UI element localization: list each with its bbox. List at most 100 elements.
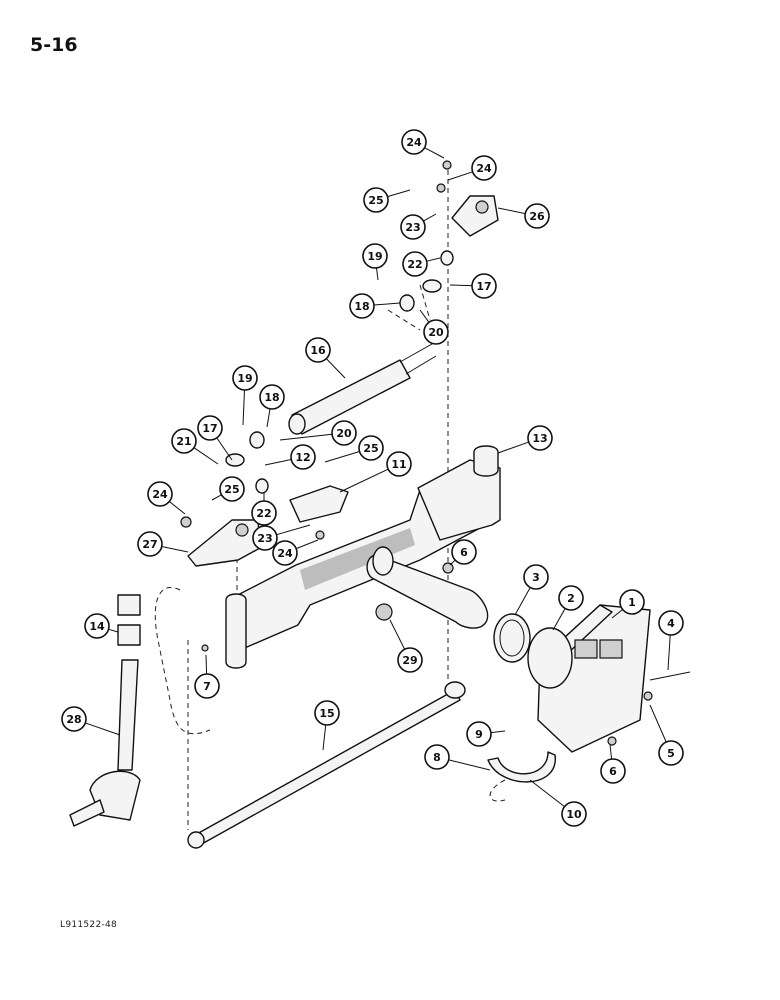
leader-line xyxy=(295,539,319,550)
callout-17: 17 xyxy=(197,415,233,461)
callout-number: 6 xyxy=(460,546,468,559)
callout-20: 20 xyxy=(279,420,357,446)
callout-2: 2 xyxy=(552,585,584,631)
callout-circle xyxy=(527,425,553,451)
page-number: 5-16 xyxy=(30,34,78,56)
callout-14: 14 xyxy=(84,613,119,639)
callout-circle xyxy=(290,444,316,470)
callout-7: 7 xyxy=(194,654,220,699)
callout-circle xyxy=(600,758,626,784)
leader-line xyxy=(325,358,346,379)
retaining-strap xyxy=(487,751,556,783)
leader-line xyxy=(242,389,245,426)
callout-number: 23 xyxy=(405,221,420,234)
callout-number: 24 xyxy=(476,162,492,175)
leader-line xyxy=(448,759,491,771)
callout-circle xyxy=(305,337,331,363)
callout-number: 23 xyxy=(257,532,272,545)
leader-line xyxy=(85,722,121,736)
leader-line xyxy=(279,433,333,441)
callout-number: 27 xyxy=(142,538,157,551)
leader-line xyxy=(514,587,531,616)
callout-number: 12 xyxy=(295,451,310,464)
callout-circle xyxy=(331,420,357,446)
callout-number: 25 xyxy=(368,194,383,207)
steering-arms xyxy=(187,195,499,567)
steering-spindle xyxy=(69,594,141,827)
callout-number: 24 xyxy=(277,547,293,560)
callout-circle xyxy=(251,500,277,526)
callout-circle xyxy=(424,744,450,770)
callout-circle xyxy=(137,531,163,557)
callout-circle xyxy=(401,129,427,155)
callout-27: 27 xyxy=(137,531,189,557)
callout-number: 19 xyxy=(237,372,252,385)
callout-9: 9 xyxy=(466,721,506,747)
leader-line xyxy=(497,441,529,454)
callout-number: 22 xyxy=(256,507,271,520)
leader-line xyxy=(324,451,360,463)
callout-18: 18 xyxy=(259,384,285,428)
callout-number: 18 xyxy=(354,300,369,313)
leader-line xyxy=(375,267,379,281)
callout-4: 4 xyxy=(658,610,684,671)
callout-circle xyxy=(386,451,412,477)
callout-number: 29 xyxy=(402,654,417,667)
callout-25: 25 xyxy=(211,476,245,502)
callout-circle xyxy=(61,706,87,732)
callout-circle xyxy=(561,801,587,827)
callout-number: 18 xyxy=(264,391,279,404)
callout-6: 6 xyxy=(600,744,626,784)
callout-5: 5 xyxy=(649,704,684,766)
callout-circle xyxy=(523,564,549,590)
callout-circle xyxy=(84,613,110,639)
leader-line xyxy=(387,189,411,198)
leader-line xyxy=(529,779,565,808)
callout-circle xyxy=(232,365,258,391)
callout-24: 24 xyxy=(401,129,445,159)
leader-line xyxy=(322,724,327,751)
callout-number: 26 xyxy=(529,210,545,223)
leader-line xyxy=(667,634,671,671)
callout-1: 1 xyxy=(611,589,645,619)
leader-line xyxy=(419,309,430,323)
callout-18: 18 xyxy=(349,293,401,319)
callout-circle xyxy=(349,293,375,319)
leader-line xyxy=(205,654,208,675)
leader-line xyxy=(449,284,473,287)
leader-line xyxy=(497,207,526,215)
callout-circle xyxy=(219,476,245,502)
callout-23: 23 xyxy=(252,524,311,551)
leader-line xyxy=(389,619,406,650)
callout-circle xyxy=(194,673,220,699)
leader-line xyxy=(423,213,437,222)
callout-22: 22 xyxy=(251,492,277,526)
callout-circle xyxy=(314,700,340,726)
callout-labels: 1234566789101112131415161717181819192020… xyxy=(61,129,684,827)
callout-12: 12 xyxy=(264,444,316,470)
leader-line xyxy=(424,147,445,159)
callout-6: 6 xyxy=(449,539,477,566)
leader-line xyxy=(490,730,506,734)
callout-number: 25 xyxy=(224,483,239,496)
callout-24: 24 xyxy=(272,539,319,566)
callout-number: 6 xyxy=(609,765,617,778)
leader-line xyxy=(426,257,441,262)
callout-number: 14 xyxy=(89,620,105,633)
callout-circle xyxy=(197,415,223,441)
callout-circle xyxy=(471,155,497,181)
leader-line xyxy=(276,524,311,536)
callout-number: 25 xyxy=(363,442,378,455)
callout-circle xyxy=(147,481,173,507)
callout-circle xyxy=(524,203,550,229)
callout-number: 2 xyxy=(567,592,575,605)
callout-10: 10 xyxy=(529,779,587,827)
callout-24: 24 xyxy=(447,155,497,181)
callout-number: 17 xyxy=(476,280,491,293)
callout-number: 1 xyxy=(628,596,636,609)
cylinder-bracket xyxy=(289,485,349,523)
leader-line xyxy=(611,609,623,619)
callout-21: 21 xyxy=(171,428,219,465)
